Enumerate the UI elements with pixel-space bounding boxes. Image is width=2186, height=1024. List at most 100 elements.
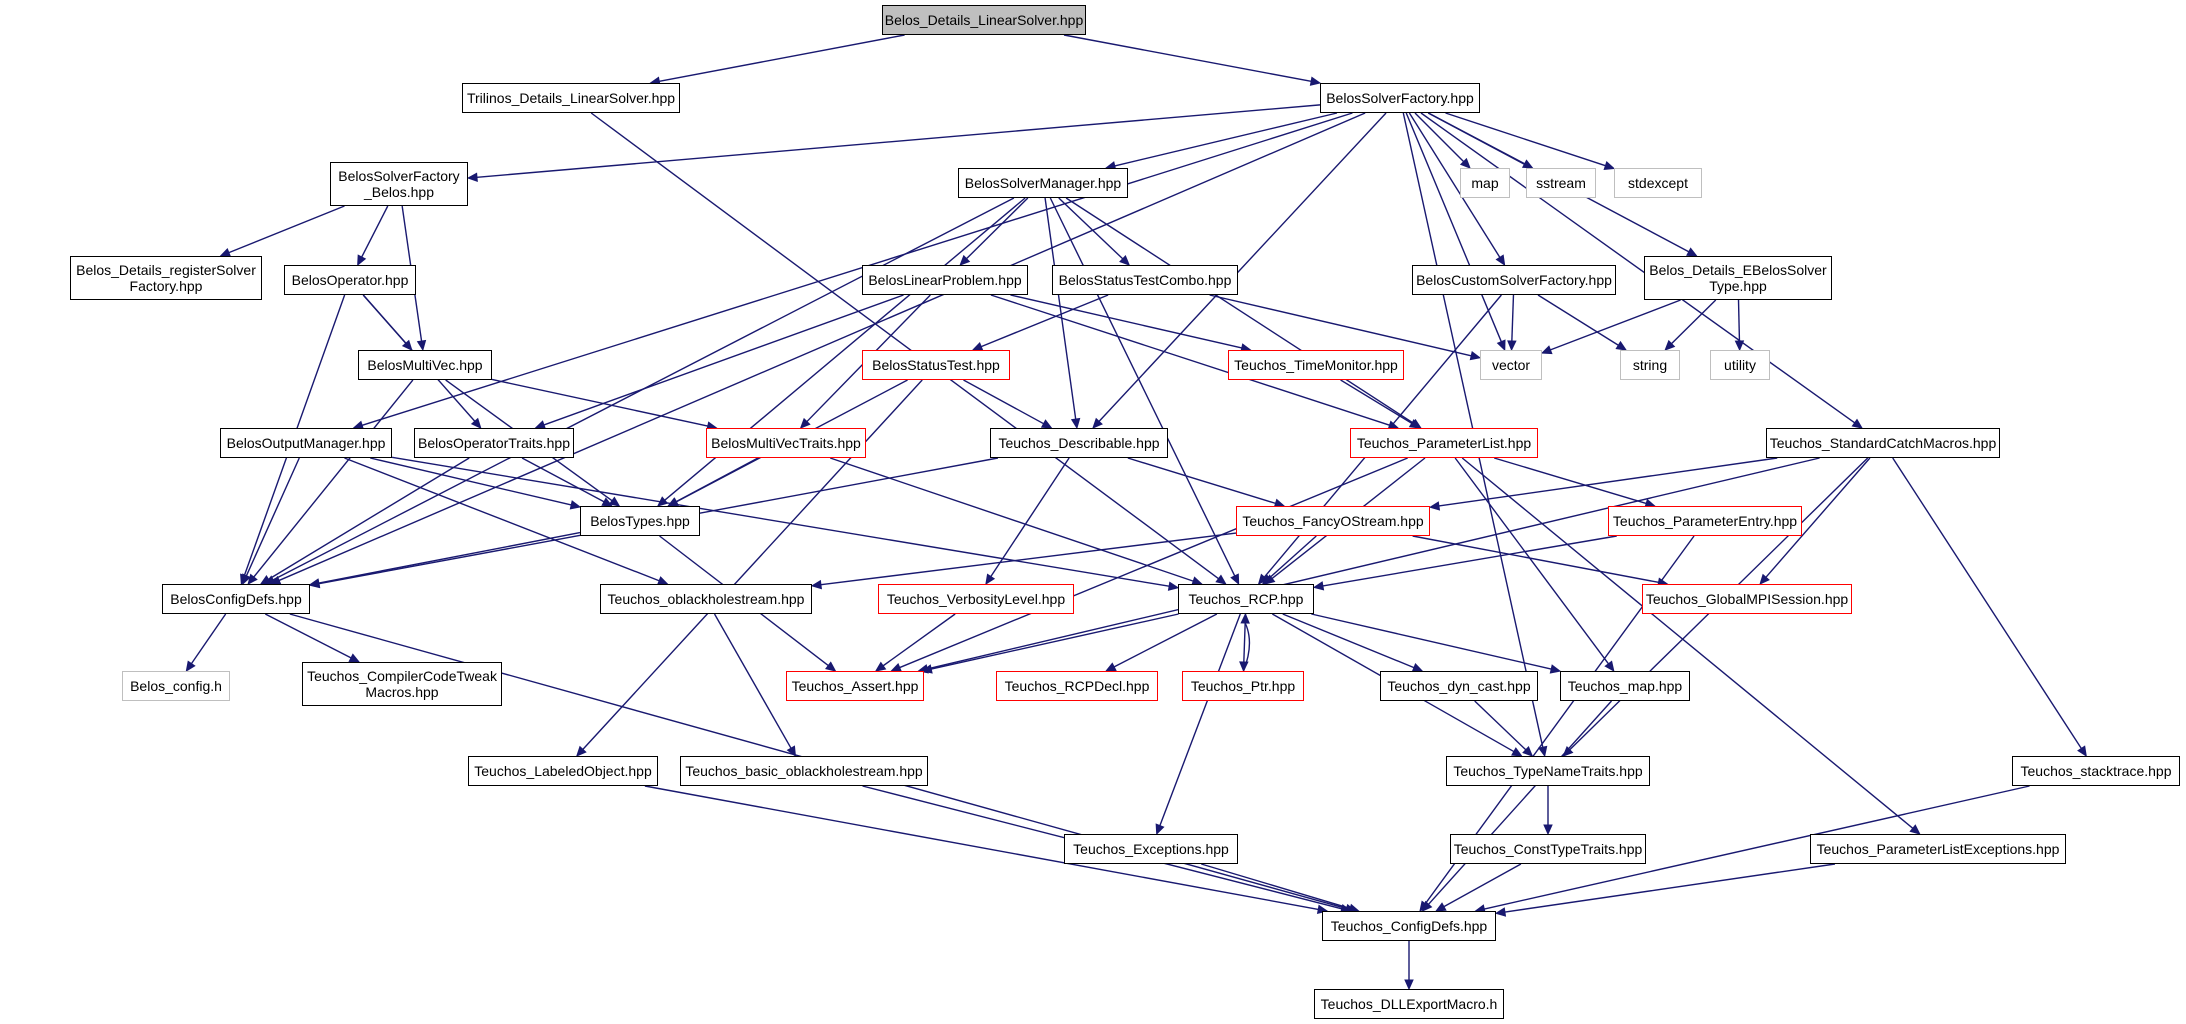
- node-belosmultivectraits[interactable]: BelosMultiVecTraits.hpp: [706, 428, 866, 458]
- arrowhead-belosconfigdefs-to-teuchos_compilercodetweakmacros: [348, 653, 361, 663]
- edge-teuchos_rcp-to-teuchos_exceptions: [1159, 613, 1241, 826]
- edge-belossolverfactory-to-belosoutputmanager: [361, 112, 1353, 426]
- arrowhead-belosstatustest-to-teuchos_describable: [1040, 419, 1053, 429]
- edge-belossolvermanager-to-teuchos_parameterlist: [1065, 197, 1414, 424]
- node-belos-details-ebelossolvertype[interactable]: Belos_Details_EBelosSolver Type.hpp: [1644, 256, 1832, 300]
- node-belosstatustestcombo[interactable]: BelosStatusTestCombo.hpp: [1052, 265, 1238, 295]
- edge-belosstatustest-to-teuchos_labeledobject: [582, 379, 923, 750]
- node-teuchos-dyn-cast[interactable]: Teuchos_dyn_cast.hpp: [1380, 671, 1538, 701]
- node-vector[interactable]: vector: [1480, 350, 1542, 380]
- node-teuchos-rcpdecl[interactable]: Teuchos_RCPDecl.hpp: [996, 671, 1158, 701]
- node-belossolverfactory[interactable]: BelosSolverFactory.hpp: [1320, 83, 1480, 113]
- edge-teuchos_labeledobject-to-teuchos_configdefs: [644, 785, 1319, 911]
- node-teuchos-describable[interactable]: Teuchos_Describable.hpp: [990, 428, 1168, 458]
- edge-belosstatustest-to-teuchos_describable: [963, 379, 1044, 425]
- edge-teuchos_rcp-to-teuchos_assert: [931, 613, 1179, 670]
- node-teuchos-standardcatchmacros[interactable]: Teuchos_StandardCatchMacros.hpp: [1766, 428, 2000, 458]
- arrowhead-belosoperatortraits-to-belosconfigdefs: [259, 575, 272, 585]
- arrowhead-belosoperatortraits-to-belostypes: [601, 497, 614, 507]
- arrowhead-belossolverfactory-to-vector: [1496, 339, 1506, 352]
- node-belosconfigdefs[interactable]: BelosConfigDefs.hpp: [162, 584, 310, 614]
- edge-teuchos_parameterlist-to-teuchos_parameterentry: [1493, 457, 1647, 505]
- arrowhead-teuchos_rcp-to-teuchos_typenametraits: [1511, 747, 1523, 757]
- arrowhead-belosmultivec-to-belosconfigdefs: [247, 573, 258, 585]
- node-teuchos-consttypetraits[interactable]: Teuchos_ConstTypeTraits.hpp: [1450, 834, 1646, 864]
- arrowhead-belossolverfactory-to-stdexcept: [1603, 161, 1616, 171]
- edge-teuchos_timemonitor-to-teuchos_parameterlist: [1340, 379, 1413, 424]
- node-teuchos-compilercodetweakmacros[interactable]: Teuchos_CompilerCodeTweak Macros.hpp: [302, 662, 502, 706]
- edge-belossolverfactory-to-beloscustomsolverfactory: [1408, 112, 1501, 258]
- arrowhead-belos_details_linearsolver-to-belossolverfactory: [1309, 76, 1322, 86]
- edge-belossolverfactory-to-belossolvermanager: [1114, 112, 1338, 167]
- arrowhead-teuchos_fancyostream-to-teuchos_oblackholestream: [810, 579, 823, 590]
- node-teuchos-fancyostream[interactable]: Teuchos_FancyOStream.hpp: [1236, 506, 1430, 536]
- node-teuchos-labeledobject[interactable]: Teuchos_LabeledObject.hpp: [468, 756, 658, 786]
- arrowhead-belossolverfactory_belos-to-belosoperator: [357, 254, 367, 267]
- edge-belossolvermanager-to-teuchos_describable: [1044, 197, 1077, 420]
- node-teuchos-map[interactable]: Teuchos_map.hpp: [1560, 671, 1690, 701]
- edge-teuchos_standardcatchmacros-to-teuchos_globalmpisession: [1765, 457, 1871, 578]
- edge-teuchos_rcp-to-teuchos_rcpdecl: [1113, 613, 1218, 668]
- edge-belossolvermanager-to-belostypes: [664, 197, 1026, 501]
- arrowhead-belos_details_ebelossolvertype-to-string: [1664, 339, 1676, 351]
- node-belosoperatortraits[interactable]: BelosOperatorTraits.hpp: [414, 428, 574, 458]
- edge-belosoutputmanager-to-teuchos_oblackholestream: [344, 457, 660, 582]
- arrowhead-teuchos_ptr-to-teuchos_rcp: [1240, 612, 1250, 624]
- node-teuchos-oblackholestream[interactable]: Teuchos_oblackholestream.hpp: [600, 584, 812, 614]
- edge-teuchos_map-to-teuchos_configdefs: [1427, 700, 1613, 905]
- node-map[interactable]: map: [1460, 168, 1510, 198]
- node-belosstatustest[interactable]: BelosStatusTest.hpp: [862, 350, 1010, 380]
- edge-teuchos_rcp-to-teuchos_dyn_cast: [1282, 613, 1415, 669]
- edge-teuchos_parameterlist-to-teuchos_map: [1454, 457, 1610, 665]
- node-stdexcept[interactable]: stdexcept: [1614, 168, 1702, 198]
- node-belostypes[interactable]: BelosTypes.hpp: [580, 506, 700, 536]
- arrowhead-belosstatustest-to-teuchos_labeledobject: [575, 745, 587, 757]
- node-belossolvermanager[interactable]: BelosSolverManager.hpp: [958, 168, 1128, 198]
- arrowhead-teuchos_standardcatchmacros-to-teuchos_fancyostream: [1428, 501, 1441, 511]
- node-teuchos-assert[interactable]: Teuchos_Assert.hpp: [786, 671, 924, 701]
- node-belos-details-linearsolver[interactable]: Belos_Details_LinearSolver.hpp: [882, 5, 1086, 35]
- node-belosoperator[interactable]: BelosOperator.hpp: [284, 265, 416, 295]
- arrowhead-belossolverfactory_belos-to-belosmultivec: [416, 339, 427, 352]
- node-belossolverfactory-belos[interactable]: BelosSolverFactory _Belos.hpp: [330, 162, 468, 206]
- node-beloslinearproblem[interactable]: BelosLinearProblem.hpp: [862, 265, 1028, 295]
- node-teuchos-typenametraits[interactable]: Teuchos_TypeNameTraits.hpp: [1446, 756, 1650, 786]
- edge-belossolverfactory_belos-to-belosoperator: [361, 205, 389, 258]
- edge-belossolvermanager-to-teuchos_rcp: [1049, 197, 1236, 577]
- edge-teuchos_standardcatchmacros-to-teuchos_fancyostream: [1438, 457, 1778, 507]
- edge-belosoutputmanager-to-teuchos_rcp: [391, 456, 1170, 587]
- node-belos-details-registersolverfactory[interactable]: Belos_Details_registerSolver Factory.hpp: [70, 256, 262, 300]
- node-teuchos-timemonitor[interactable]: Teuchos_TimeMonitor.hpp: [1228, 350, 1404, 380]
- node-teuchos-configdefs[interactable]: Teuchos_ConfigDefs.hpp: [1322, 911, 1496, 941]
- node-sstream[interactable]: sstream: [1526, 168, 1596, 198]
- node-teuchos-dllexportmacro[interactable]: Teuchos_DLLExportMacro.h: [1314, 989, 1504, 1019]
- edge-belosmultivec-to-belosconfigdefs: [253, 379, 414, 578]
- node-teuchos-parameterlistexceptions[interactable]: Teuchos_ParameterListExceptions.hpp: [1810, 834, 2066, 864]
- arrowhead-beloscustomsolverfactory-to-vector: [1507, 340, 1517, 352]
- node-belosmultivec[interactable]: BelosMultiVec.hpp: [358, 350, 492, 380]
- edge-belosoutputmanager-to-belostypes: [370, 457, 572, 506]
- node-teuchos-stacktrace[interactable]: Teuchos_stacktrace.hpp: [2012, 756, 2180, 786]
- arrowhead-teuchos_configdefs-to-teuchos_dllexportmacro: [1404, 979, 1414, 991]
- node-teuchos-parameterentry[interactable]: Teuchos_ParameterEntry.hpp: [1608, 506, 1802, 536]
- edge-belosconfigdefs-to-teuchos_compilercodetweakmacros: [264, 613, 352, 659]
- node-teuchos-globalmpisession[interactable]: Teuchos_GlobalMPISession.hpp: [1642, 584, 1852, 614]
- node-teuchos-basic-oblackholestream[interactable]: Teuchos_basic_oblackholestream.hpp: [680, 756, 928, 786]
- node-utility[interactable]: utility: [1710, 350, 1770, 380]
- node-belos-config[interactable]: Belos_config.h: [122, 671, 230, 701]
- node-string[interactable]: string: [1620, 350, 1680, 380]
- node-teuchos-verbositylevel[interactable]: Teuchos_VerbosityLevel.hpp: [878, 584, 1074, 614]
- node-belosoutputmanager[interactable]: BelosOutputManager.hpp: [220, 428, 392, 458]
- node-beloscustomsolverfactory[interactable]: BelosCustomSolverFactory.hpp: [1412, 265, 1616, 295]
- arrowhead-belossolverfactory-to-beloscustomsolverfactory: [1495, 254, 1506, 267]
- arrowhead-belossolvermanager-to-teuchos_describable: [1070, 417, 1081, 430]
- node-trilinos-details-linearsolver[interactable]: Trilinos_Details_LinearSolver.hpp: [462, 83, 680, 113]
- edge-teuchos_fancyostream-to-teuchos_oblackholestream: [820, 532, 1237, 586]
- node-teuchos-ptr[interactable]: Teuchos_Ptr.hpp: [1182, 671, 1304, 701]
- node-teuchos-parameterlist[interactable]: Teuchos_ParameterList.hpp: [1350, 428, 1538, 458]
- edge-belossolverfactory-to-stdexcept: [1445, 112, 1606, 167]
- node-teuchos-exceptions[interactable]: Teuchos_Exceptions.hpp: [1064, 834, 1238, 864]
- node-teuchos-rcp[interactable]: Teuchos_RCP.hpp: [1178, 584, 1314, 614]
- edge-teuchos_describable-to-teuchos_fancyostream: [1127, 457, 1276, 505]
